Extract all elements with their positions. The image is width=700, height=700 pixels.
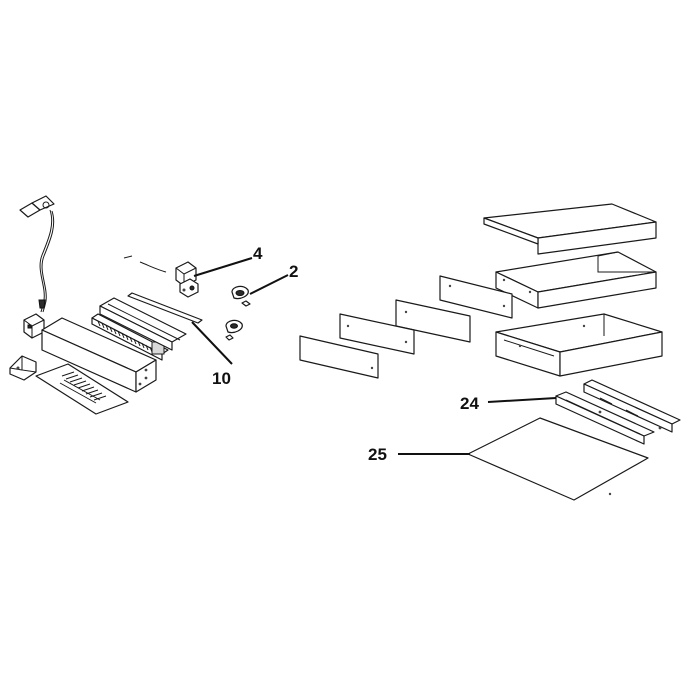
grille-panel <box>35 363 129 415</box>
leader-4 <box>193 257 253 277</box>
heater-housing <box>41 317 157 393</box>
drawer-assembly: 24 25 <box>299 203 681 501</box>
control-knobs <box>225 285 251 341</box>
callout-10: 10 <box>212 369 231 388</box>
mounting-bracket <box>9 355 37 381</box>
leader-10 <box>191 321 233 365</box>
upper-drawer-tray <box>495 251 657 309</box>
top-panel <box>483 203 657 255</box>
callout-2: 2 <box>289 262 298 281</box>
callout-24: 24 <box>460 394 479 413</box>
terminal-block <box>23 313 45 339</box>
thermostat-switch <box>175 261 199 298</box>
callout-25: 25 <box>368 445 387 464</box>
small-wire <box>123 255 167 273</box>
callout-4: 4 <box>253 244 263 263</box>
power-cord <box>19 195 55 313</box>
heating-element <box>91 313 169 361</box>
heater-assembly: 4 2 10 <box>9 195 298 415</box>
drawer-runners <box>555 379 681 445</box>
leader-2 <box>249 274 289 295</box>
side-panels <box>299 275 513 379</box>
bottom-plate <box>467 417 649 501</box>
reflector-cover <box>99 297 187 351</box>
leader-24 <box>487 397 557 403</box>
rod <box>127 292 203 324</box>
lower-drawer-frame <box>495 313 663 377</box>
